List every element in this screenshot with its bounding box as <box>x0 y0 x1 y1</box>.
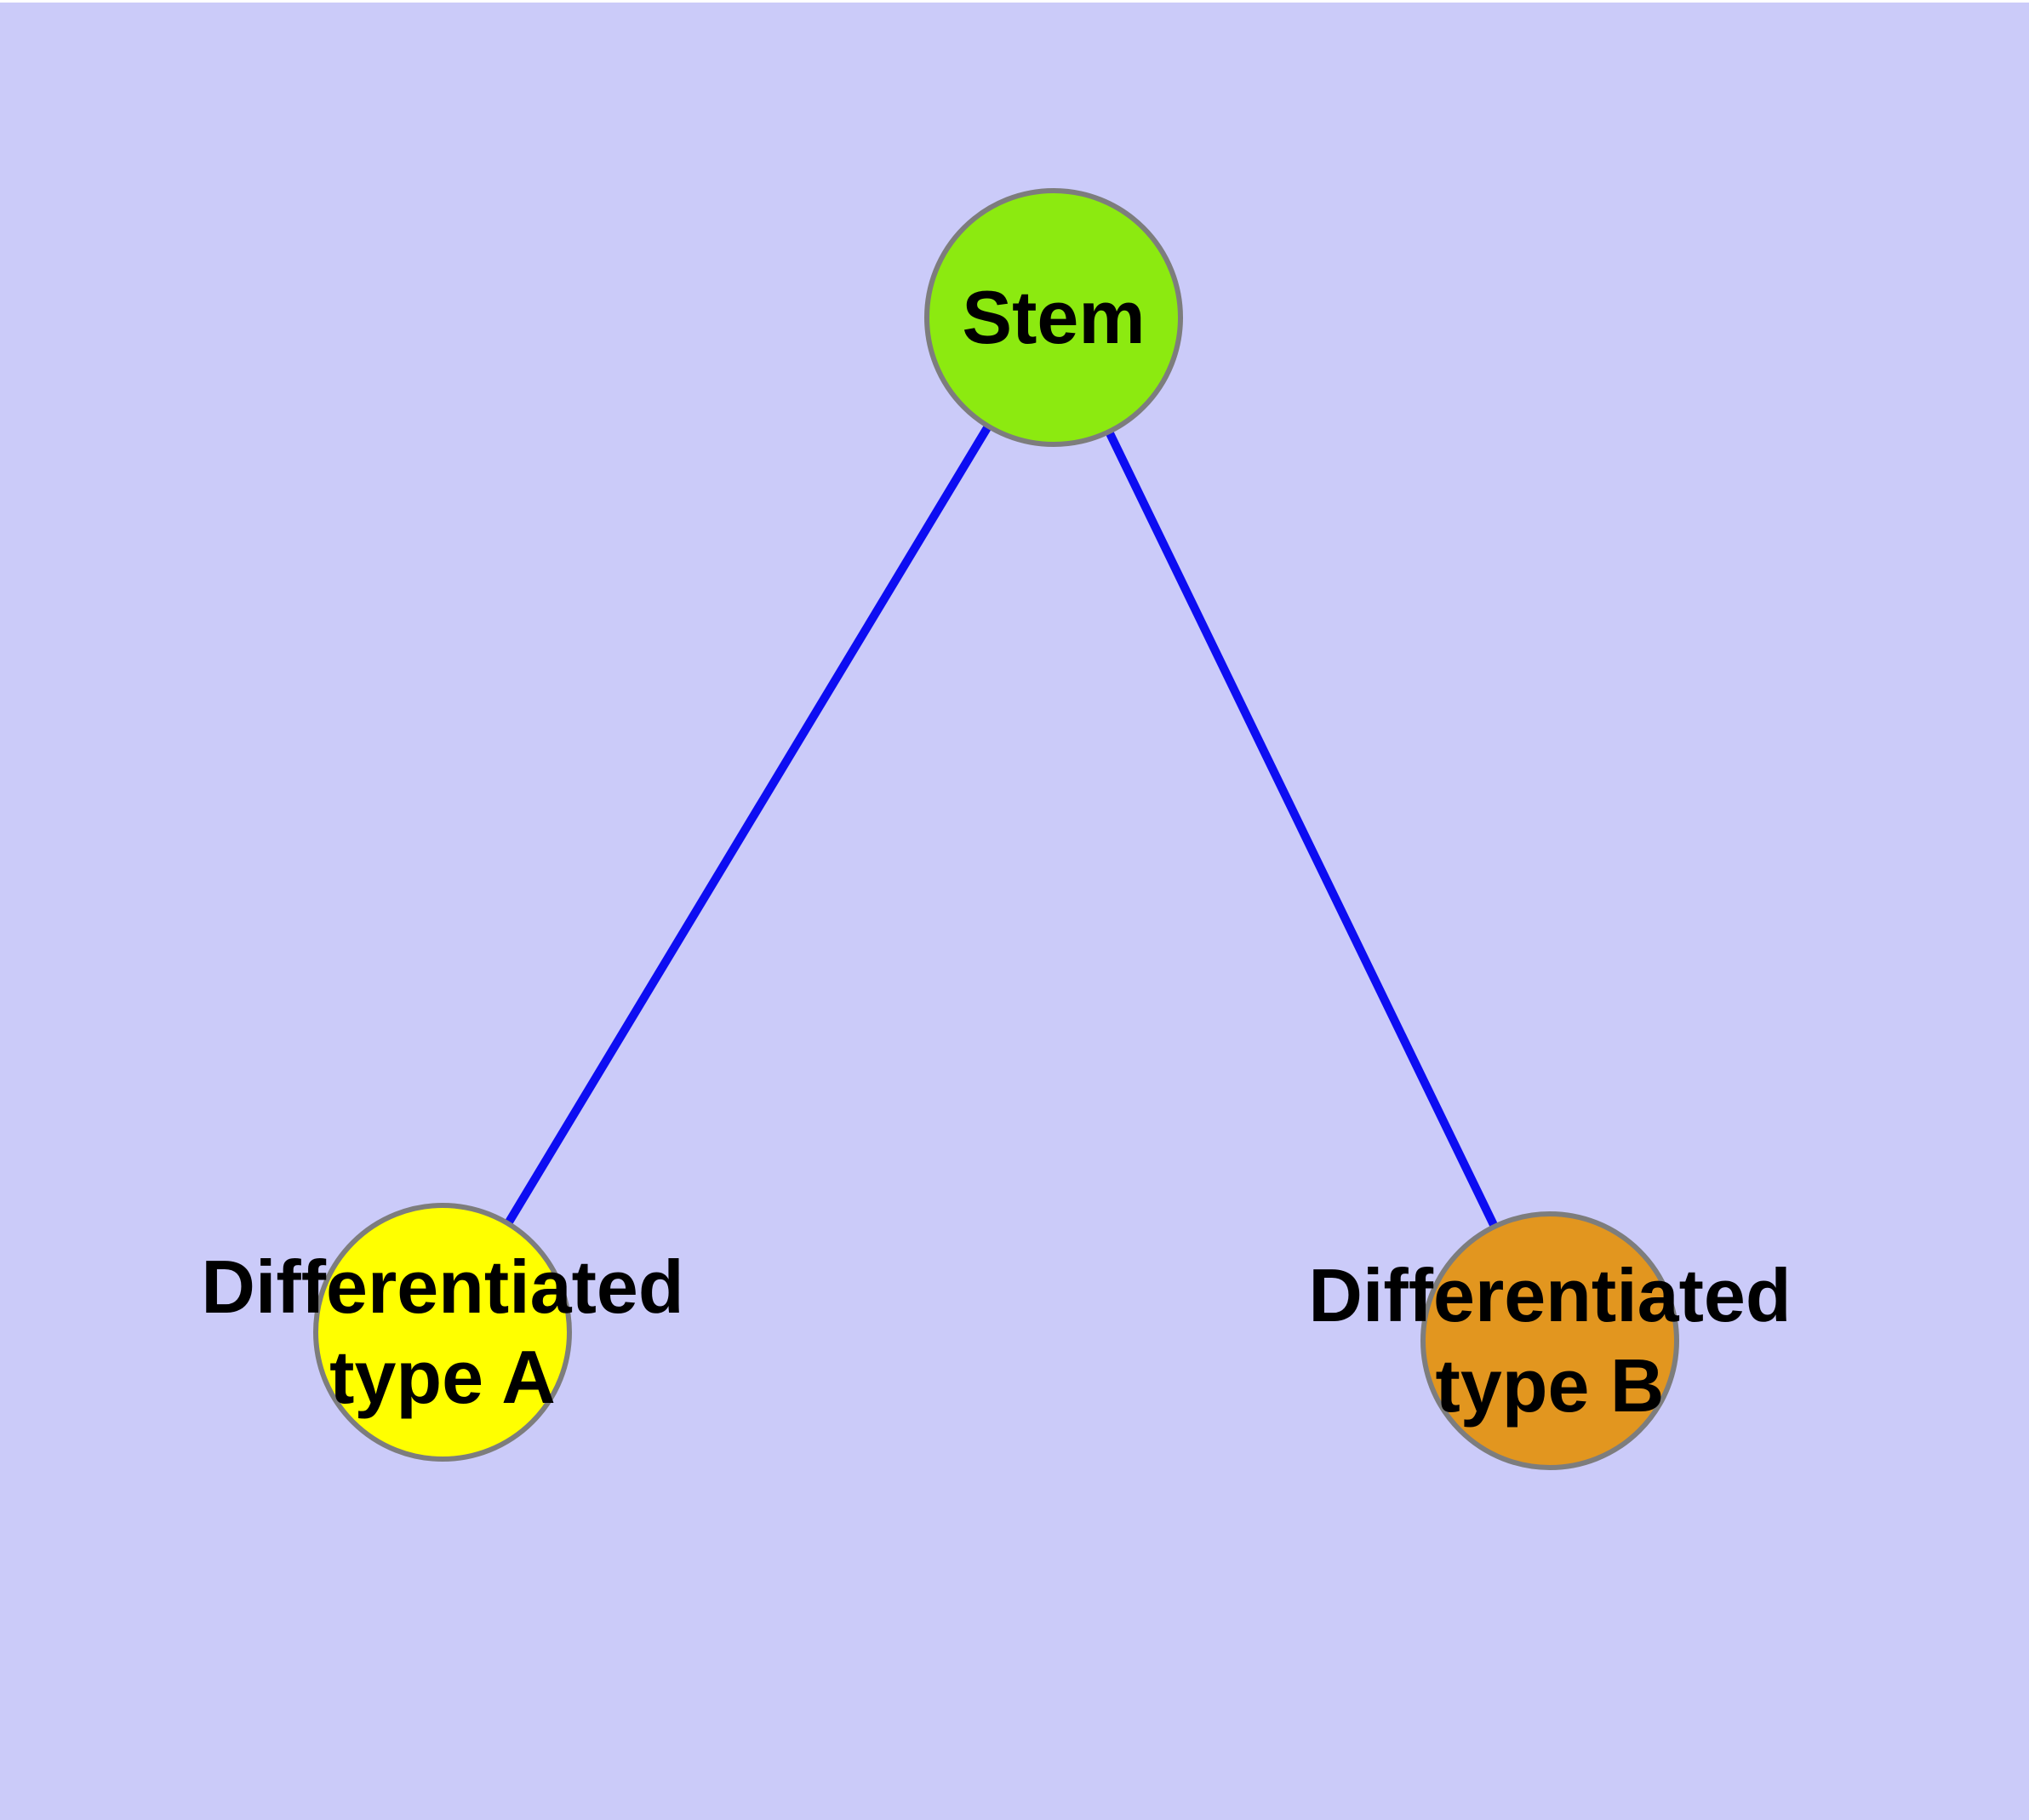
node-differentiated-type-b[interactable]: Differentiated type B <box>1308 1211 1792 1470</box>
edge-stem-to-type-b <box>1049 315 1554 1343</box>
node-stem[interactable]: Stem <box>924 188 1183 447</box>
node-differentiated-type-b-label: Differentiated type B <box>1308 1253 1792 1428</box>
node-differentiated-type-a-label: Differentiated type A <box>201 1245 684 1419</box>
node-differentiated-type-a[interactable]: Differentiated type A <box>201 1203 684 1462</box>
node-stem-label: Stem <box>962 275 1146 360</box>
edge-stem-to-type-a <box>438 315 1058 1335</box>
top-margin-strip <box>0 0 2029 3</box>
